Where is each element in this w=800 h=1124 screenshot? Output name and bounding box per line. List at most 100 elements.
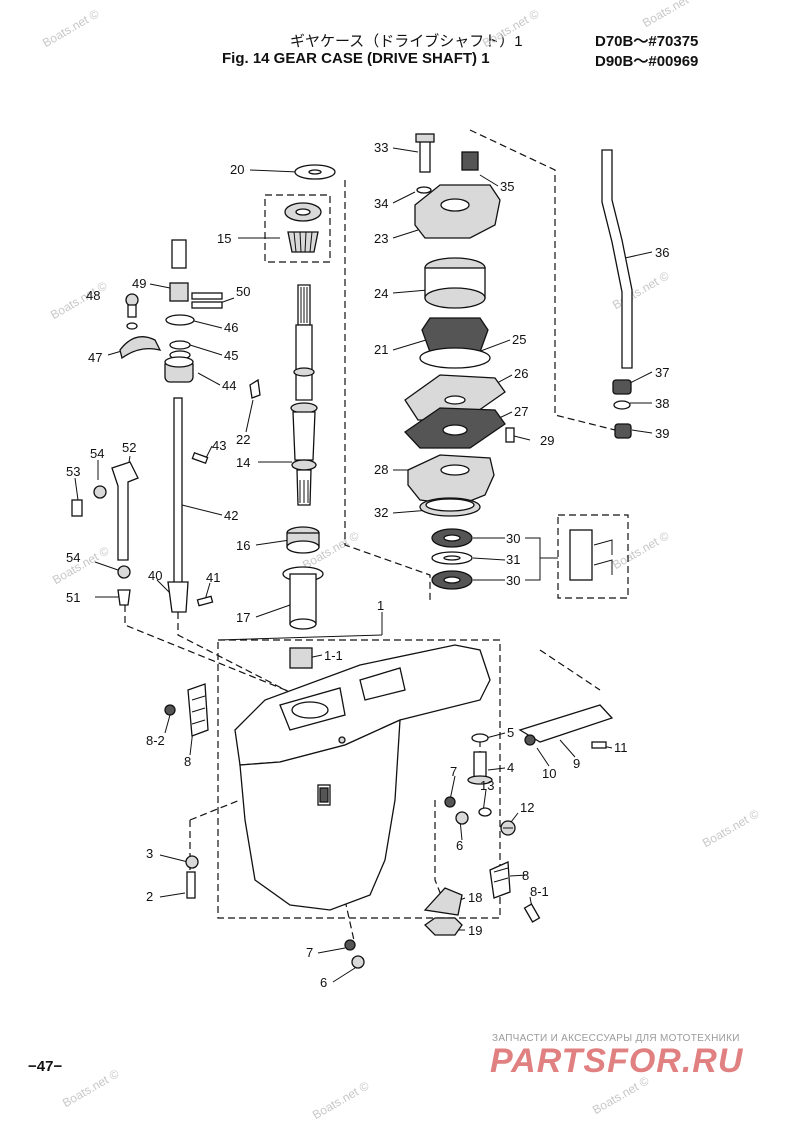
callout-24: 24 (374, 286, 388, 301)
bolt-53 (71, 499, 83, 517)
o-ring-46 (165, 314, 195, 326)
drive-shaft-14 (295, 324, 313, 401)
callout-26: 26 (514, 366, 528, 381)
callout-8-1: 8-1 (530, 884, 549, 899)
callout-18: 18 (468, 890, 482, 905)
callout-17: 17 (236, 610, 250, 625)
callout-11: 11 (614, 740, 628, 755)
callout-40: 40 (148, 568, 162, 583)
callout-36: 36 (655, 245, 669, 260)
callout-labels: 20 15 49 48 50 46 47 45 44 22 43 52 54 5… (66, 140, 669, 990)
callout-31: 31 (506, 552, 520, 567)
callout-13: 13 (480, 778, 494, 793)
washer-34 (416, 186, 432, 194)
callout-1-1: 1-1 (324, 648, 343, 663)
washer-7-lower (344, 939, 356, 951)
water-tube-assembly (601, 149, 633, 439)
callout-49: 49 (132, 276, 146, 291)
callout-53: 53 (66, 464, 80, 479)
callout-45: 45 (224, 348, 238, 363)
brand-subtitle: ЗАПЧАСТИ И АКСЕССУАРЫ ДЛЯ МОТОТЕХНИКИ (492, 1033, 740, 1044)
callout-42: 42 (224, 508, 238, 523)
callout-8-left: 8 (184, 754, 191, 769)
callout-39: 39 (655, 426, 669, 441)
bracket-47 (119, 336, 162, 360)
callout-3: 3 (146, 846, 153, 861)
brand-logo: PARTSFOR.RU (490, 1042, 744, 1080)
gasket-13 (478, 807, 492, 817)
model-range-d90b: D90B～#00969 (595, 53, 699, 70)
callout-6-lower: 6 (320, 975, 327, 990)
bracket-10 (524, 734, 536, 746)
callout-46: 46 (224, 320, 238, 335)
shift-rod-guide-52 (111, 461, 139, 561)
callout-37: 37 (655, 365, 669, 380)
callout-10: 10 (542, 766, 556, 781)
bolt-48 (125, 293, 139, 307)
callout-34: 34 (374, 196, 388, 211)
model-range-d70b: D70B～#70375 (595, 33, 699, 50)
callout-23: 23 (374, 231, 388, 246)
nut-8-2 (164, 704, 176, 716)
lower-right-parts (185, 704, 614, 969)
grommet-37 (612, 379, 632, 395)
pin-50 (191, 292, 223, 300)
callout-8-right: 8 (522, 868, 529, 883)
callout-22: 22 (236, 432, 250, 447)
washer-7-upper (444, 796, 456, 808)
nut-19 (423, 917, 463, 936)
plug-6-lower (351, 955, 365, 969)
callout-38: 38 (655, 396, 669, 411)
gear-case-housing (164, 644, 491, 911)
callout-32: 32 (374, 505, 388, 520)
callout-47: 47 (88, 350, 102, 365)
pin-43 (191, 451, 209, 465)
page-title-japanese: ギヤケース（ドライブシャフト）1 (290, 33, 523, 50)
callout-54-lower: 54 (66, 550, 80, 565)
bolt-11 (591, 741, 607, 749)
seal-39 (614, 423, 632, 439)
callout-8-2: 8-2 (146, 733, 165, 748)
callout-19: 19 (468, 923, 482, 938)
callout-14: 14 (236, 455, 250, 470)
callout-21: 21 (374, 342, 388, 357)
callout-27: 27 (514, 404, 528, 419)
pinion-gear-15 (287, 231, 319, 253)
callout-33: 33 (374, 140, 388, 155)
callout-29: 29 (540, 433, 554, 448)
bolt-2 (186, 871, 196, 899)
callout-7-lower: 7 (306, 945, 313, 960)
nut-54-lower (117, 565, 131, 579)
washer-45 (169, 340, 191, 350)
callout-51: 51 (66, 590, 80, 605)
callout-30-lower: 30 (506, 573, 520, 588)
callout-50: 50 (236, 284, 250, 299)
water-pump-assembly (404, 133, 613, 590)
shift-lever-49 (169, 282, 189, 302)
shift-cam-40 (167, 581, 189, 613)
callout-7-upper: 7 (450, 764, 457, 779)
callout-6-upper: 6 (456, 838, 463, 853)
fitting-51 (117, 589, 131, 606)
callout-25: 25 (512, 332, 526, 347)
water-tube-36 (601, 149, 633, 369)
page-number: −47− (28, 1058, 63, 1075)
callout-35: 35 (500, 179, 514, 194)
key-22 (249, 378, 261, 399)
plug-6-upper (455, 811, 469, 825)
bolt-8-1 (523, 903, 541, 923)
washer-38 (613, 400, 631, 410)
callout-41: 41 (206, 570, 220, 585)
callout-12: 12 (520, 800, 534, 815)
callout-54-upper: 54 (90, 446, 104, 461)
callout-43: 43 (212, 438, 226, 453)
grommet-35 (461, 151, 479, 171)
callout-15: 15 (217, 231, 231, 246)
shift-rod-top (171, 239, 187, 269)
shift-rod-42 (173, 397, 183, 587)
dowel-pin-29 (505, 427, 515, 443)
gasket-25 (419, 347, 491, 369)
callout-16: 16 (236, 538, 250, 553)
drive-shaft-assembly (249, 164, 336, 669)
page-title: Fig. 14 GEAR CASE (DRIVE SHAFT) 1 (222, 50, 490, 67)
